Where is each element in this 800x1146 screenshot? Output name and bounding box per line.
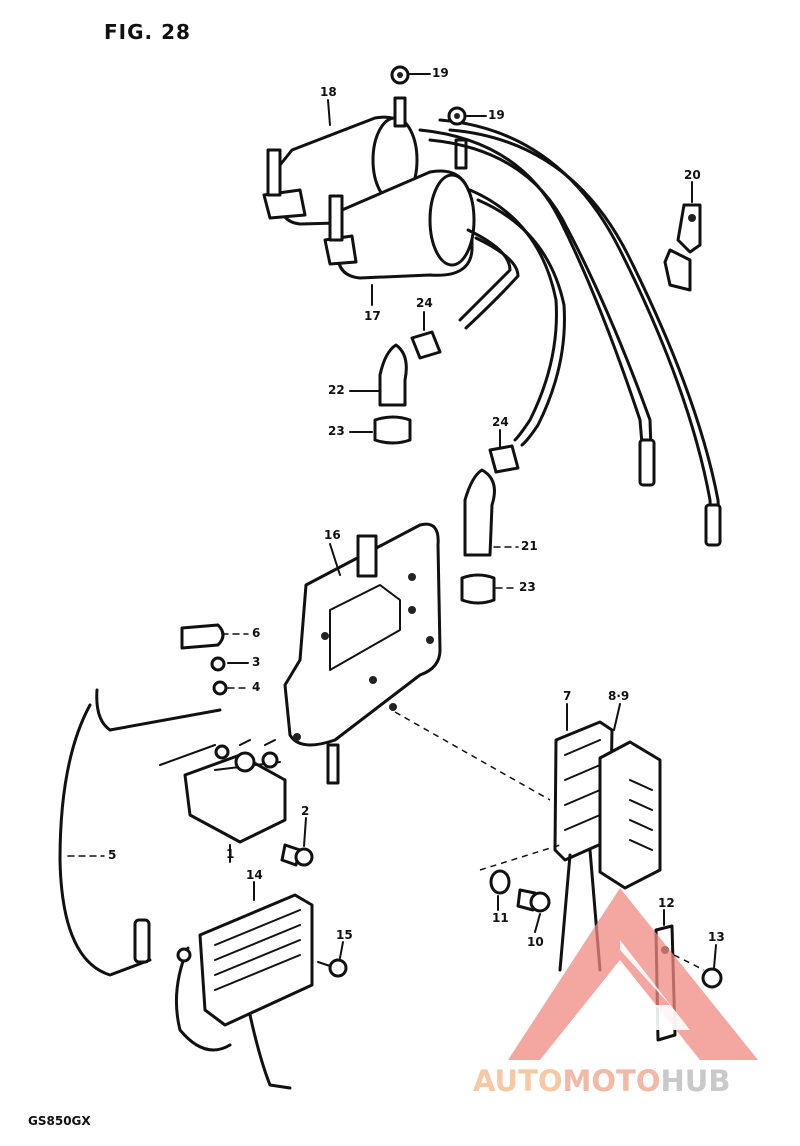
fuse-box-14 [174,893,314,1090]
callout-24a: 24 [416,296,433,310]
figure-title: FIG. 28 [104,20,191,44]
plug-cap-22 [373,330,442,445]
watermark-part-2: MOTO [562,1064,661,1098]
watermark-part-1: AUTO [473,1064,563,1098]
high-tension-leads [418,118,722,547]
callout-14: 14 [246,868,263,882]
fuse-block-8-9 [598,740,662,890]
callout-3: 3 [252,655,261,669]
leader-lines [67,73,717,969]
plug-cap-21 [460,444,520,605]
callout-23a: 23 [328,424,345,438]
callout-18: 18 [320,85,337,99]
washer-11 [489,869,511,895]
callout-22: 22 [328,383,345,397]
callout-2: 2 [301,804,310,818]
callout-13: 13 [708,930,725,944]
cap-6 [180,623,225,650]
watermark-part-3: HUB [660,1064,731,1098]
nut-19-lower [447,106,467,126]
model-label: GS850GX [28,1114,91,1128]
nut-3 [210,656,226,672]
ignition-coil-17 [323,138,476,280]
callout-12: 12 [658,896,675,910]
callout-20: 20 [684,168,701,182]
screw-15 [317,958,348,978]
callout-5: 5 [108,848,117,862]
screw-13 [701,967,723,989]
callout-17: 17 [364,309,381,323]
callout-19b: 19 [488,108,505,122]
callout-6: 6 [252,626,261,640]
washer-4 [212,680,228,696]
callout-24b: 24 [492,415,509,429]
starter-relay-1 [183,739,287,844]
callout-19a: 19 [432,66,449,80]
mounting-plate-16 [283,522,442,785]
bolt-10 [516,888,551,913]
callout-8-9: 8·9 [608,689,630,703]
battery-cable-5 [58,688,222,977]
bolt-2 [280,843,314,867]
nut-19-upper [390,65,410,85]
callout-1: 1 [226,847,235,861]
callout-21: 21 [521,539,538,553]
callout-23b: 23 [519,580,536,594]
watermark-logo-icon [508,888,758,1060]
callout-7: 7 [563,689,572,703]
callout-15: 15 [336,928,353,942]
callout-11: 11 [492,911,509,925]
callout-10: 10 [527,935,544,949]
callout-16: 16 [324,528,341,542]
bracket-20 [663,203,702,292]
watermark-text: AUTOMOTOHUB [473,1064,730,1098]
callout-4: 4 [252,680,261,694]
